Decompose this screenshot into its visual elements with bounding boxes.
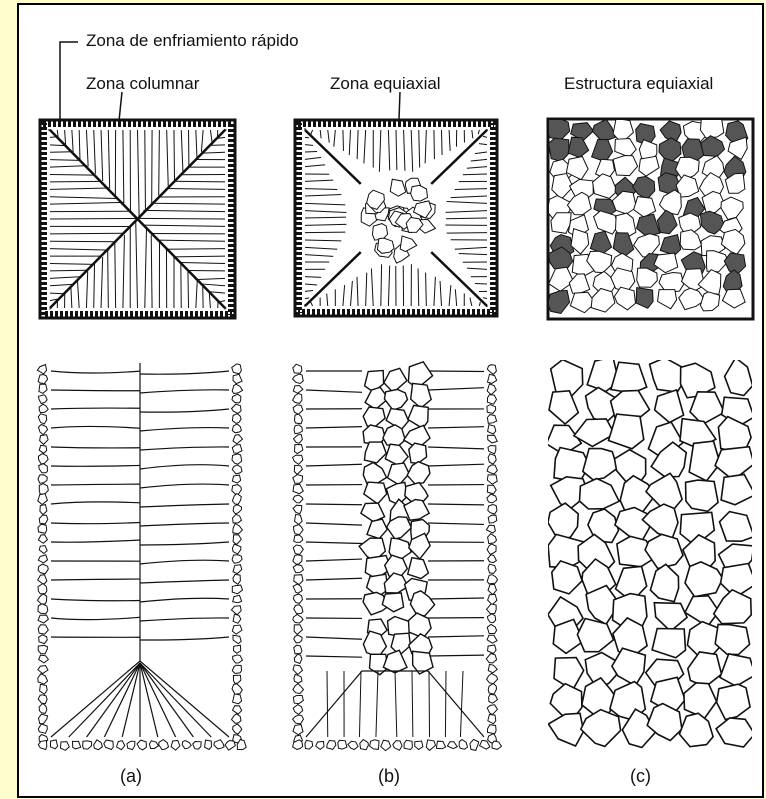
ingot-cross-section-c — [546, 116, 754, 319]
ingot-cross-section-b — [295, 120, 497, 316]
wedge-grain — [445, 671, 446, 737]
grain-structure-b — [292, 362, 502, 751]
grain — [73, 741, 81, 749]
grain — [232, 475, 240, 483]
streak — [50, 181, 102, 182]
grain — [488, 425, 496, 434]
streak — [50, 218, 139, 219]
grain — [38, 564, 48, 574]
streak — [188, 272, 189, 308]
streak — [166, 249, 225, 250]
column-boundary — [306, 504, 362, 505]
grain — [293, 555, 302, 564]
chill-zone-label: Zona de enfriamiento rápido — [86, 31, 299, 51]
grain — [233, 694, 242, 704]
ingot-cross-section-a — [40, 120, 235, 318]
streak — [145, 130, 146, 210]
grain — [488, 564, 496, 573]
grain — [39, 635, 48, 644]
wedge-grain — [429, 671, 430, 737]
equiaxed-core — [346, 170, 446, 266]
grain — [233, 595, 242, 602]
streak — [50, 270, 87, 271]
streak — [108, 250, 109, 308]
streak — [174, 130, 175, 181]
grain — [411, 185, 428, 201]
grain — [487, 415, 496, 424]
streak — [50, 175, 95, 176]
equiaxed-zone-label: Zona equiaxial — [330, 74, 441, 94]
equiaxed-structure-label: Estructura equiaxial — [564, 74, 713, 94]
grain-structure-a — [37, 363, 246, 751]
grain — [38, 645, 47, 653]
streak — [50, 233, 124, 234]
grain — [293, 565, 303, 573]
grain — [488, 515, 497, 523]
equiaxed-grains — [546, 116, 748, 313]
streak — [343, 130, 344, 151]
grain — [193, 742, 202, 750]
grain — [38, 524, 47, 533]
grain — [127, 741, 135, 749]
grain — [294, 635, 302, 643]
grain — [700, 118, 723, 139]
grain — [488, 725, 497, 734]
grain — [233, 655, 243, 663]
streak — [475, 283, 487, 284]
streak — [305, 277, 321, 278]
grain — [294, 645, 302, 654]
grain — [404, 740, 412, 749]
streak — [173, 181, 225, 182]
grain — [232, 665, 241, 673]
grain-structure-c — [546, 357, 756, 752]
streak — [305, 151, 317, 152]
grain — [205, 740, 212, 749]
streak — [210, 145, 225, 146]
grain — [338, 740, 347, 749]
grain — [38, 604, 48, 614]
streak — [136, 218, 225, 219]
columnar-zone-label: Zona columnar — [86, 74, 199, 94]
caption-c: (c) — [630, 766, 651, 787]
streak — [434, 130, 435, 159]
streak — [159, 130, 160, 196]
caption-b: (b) — [378, 766, 400, 787]
caption-a: (a) — [120, 766, 142, 787]
streak — [418, 268, 419, 306]
grain — [234, 645, 241, 653]
grain — [686, 480, 719, 511]
streak — [442, 130, 443, 155]
streak — [50, 152, 72, 153]
grain — [51, 740, 58, 749]
streak — [305, 232, 345, 233]
grain — [487, 405, 496, 414]
